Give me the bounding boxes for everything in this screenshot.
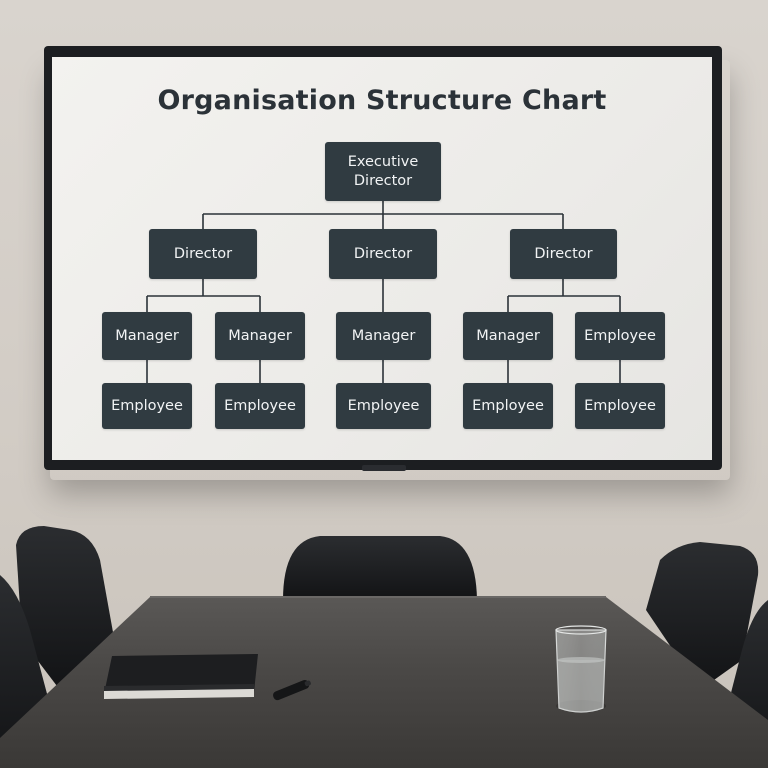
chair-left-back (16, 526, 118, 690)
pen-icon (273, 680, 311, 701)
node-employee-level3: Employee (575, 312, 665, 360)
node-manager-1: Manager (102, 312, 192, 360)
water-glass-icon (555, 625, 607, 713)
node-label: Employee (224, 398, 296, 414)
node-manager-4: Manager (463, 312, 553, 360)
tv-power-indicator (362, 465, 406, 471)
node-manager-3: Manager (336, 312, 431, 360)
node-executive-director: Executive Director (325, 142, 441, 201)
tv-screen: Organisation Structure Chart (52, 57, 712, 460)
node-director-1: Director (149, 229, 257, 279)
node-label: Employee (472, 398, 544, 414)
node-label: Manager (115, 328, 179, 344)
node-label: Employee (584, 328, 656, 344)
node-label: Manager (351, 328, 416, 344)
node-label: Director (353, 246, 413, 262)
node-employee-5: Employee (575, 383, 665, 429)
node-employee-2: Employee (215, 383, 305, 429)
node-manager-2: Manager (215, 312, 305, 360)
node-employee-3: Employee (336, 383, 431, 429)
node-label: Manager (476, 328, 540, 344)
node-director-3: Director (510, 229, 617, 279)
node-label: Director (173, 246, 233, 262)
node-label: Employee (111, 398, 183, 414)
org-connectors (146, 201, 621, 383)
node-label: Manager (228, 328, 292, 344)
chart-title: Organisation Structure Chart (157, 85, 607, 116)
node-label: Employee (347, 398, 420, 414)
notebook-icon (104, 654, 258, 699)
chair-center (283, 536, 477, 600)
chair-right (646, 542, 759, 690)
node-label: Director (534, 246, 593, 262)
node-label: Executive Director (347, 153, 419, 189)
node-label: Employee (584, 398, 656, 414)
node-employee-1: Employee (102, 383, 192, 429)
node-employee-4: Employee (463, 383, 553, 429)
node-director-2: Director (329, 229, 437, 279)
